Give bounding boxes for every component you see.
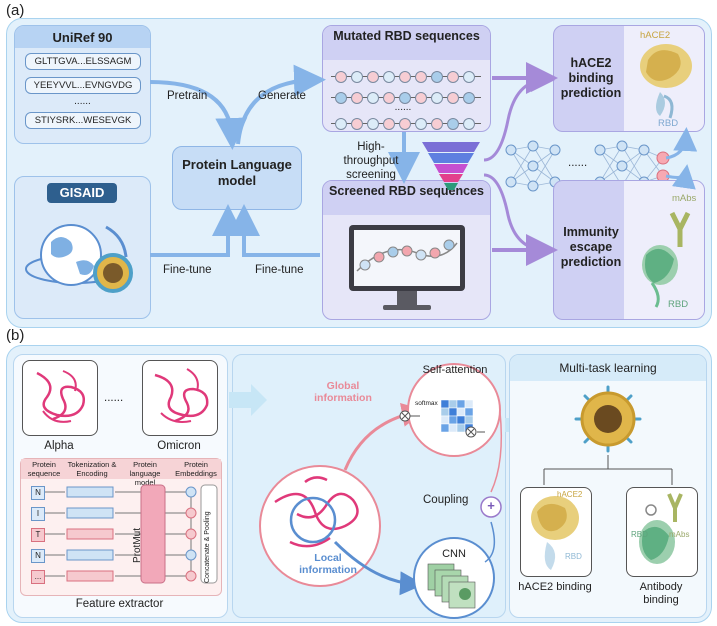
hace2-binding-card: hACE2 RBD — [520, 487, 592, 577]
mabs-label: mAbs — [672, 193, 697, 204]
antibody-binding-label: Antibody binding — [639, 581, 683, 606]
table-header: Protein Embeddings — [175, 460, 217, 478]
hace2-small-label: hACE2 — [557, 490, 583, 499]
mutated-title: Mutated RBD sequences — [333, 29, 480, 43]
alpha-structure — [22, 360, 98, 436]
token: I — [31, 507, 45, 521]
screened-title: Screened RBD sequences — [329, 184, 484, 198]
screening-label: High-throughput screening — [343, 141, 399, 181]
encoding-diagram — [45, 484, 218, 584]
hace2-binding-label: hACE2 binding — [518, 581, 592, 593]
nn-ellipsis: ...... — [568, 157, 588, 169]
sequence-item: YEEYVVL...EVNGVDG — [25, 77, 141, 94]
multitask-panel: Multi-task learning hACE2 RBD RBD mAbs h… — [509, 354, 707, 618]
antibody-complex-icon — [639, 493, 683, 564]
mutated-ellipsis: ...... — [394, 102, 412, 113]
embedding-table: Protein sequence Tokenization & Encoding… — [20, 458, 222, 596]
sequence-item: GLTTGVA...ELSSAGM — [25, 53, 141, 70]
alpha-label: Alpha — [44, 440, 74, 452]
table-header: Protein sequence — [27, 460, 61, 478]
finetune-label-1: Fine-tune — [163, 264, 212, 276]
token: T — [31, 528, 45, 542]
information-diagram — [229, 363, 503, 619]
sequence-item: STIYSRK...WESEVGK — [25, 112, 141, 129]
antibody-binding-card: RBD mAbs — [626, 487, 698, 577]
immunity-prediction-title: Immunity escape prediction — [560, 225, 622, 269]
virus-tree-icon — [543, 385, 673, 485]
panel-a-label: (a) — [6, 2, 25, 19]
feature-extractor-label: Feature extractor — [75, 598, 164, 610]
sequence-ellipsis: ...... — [74, 96, 91, 107]
hace2-protein-icon — [640, 44, 692, 119]
hace2-prediction-title: hACE2 binding prediction — [560, 56, 622, 100]
self-attention-label: Self-attention — [422, 364, 488, 376]
mabs-small-label: mAbs — [669, 530, 690, 539]
plm-title: Protein Language model — [182, 157, 292, 188]
omicron-protein-icon — [154, 368, 209, 423]
multitask-title: Multi-task learning — [559, 361, 657, 375]
token: N — [31, 549, 45, 563]
screened-box: Screened RBD sequences — [322, 180, 491, 320]
plm-box: Protein Language model — [172, 146, 302, 210]
protmut-label: ProtMut — [132, 527, 143, 563]
globe-virus-icon — [25, 224, 133, 293]
gisaid-logo: GISAID — [47, 183, 117, 203]
antibody-protein-icon — [642, 211, 691, 308]
variant-ellipsis: ...... — [104, 392, 124, 404]
omicron-structure — [142, 360, 218, 436]
rbd-small-label-1: RBD — [565, 552, 582, 561]
uniref-box: UniRef 90 GLTTGVA...ELSSAGM YEEYVVL...EV… — [14, 25, 151, 144]
table-header: Tokenization & Encoding — [67, 460, 117, 478]
screening-funnel-icon — [422, 142, 480, 190]
alpha-protein-icon — [36, 370, 85, 423]
generate-label: Generate — [258, 90, 306, 102]
panel-a-arrows — [149, 62, 698, 266]
coupling-label: Coupling — [423, 494, 469, 506]
hace2-prediction-box: hACE2 binding prediction hACE2 RBD — [553, 25, 705, 132]
pretrain-label: Pretrain — [167, 90, 208, 102]
rbd-label-2: RBD — [668, 299, 689, 310]
hace2-label: hACE2 — [640, 30, 671, 41]
monitor-icon — [349, 225, 465, 310]
rbd-small-label-2: RBD — [631, 530, 648, 539]
local-info-label: Local information — [299, 552, 357, 576]
global-info-label: Global information — [314, 380, 372, 404]
token: N — [31, 486, 45, 500]
finetune-label-2: Fine-tune — [255, 264, 304, 276]
omicron-label: Omicron — [157, 440, 201, 452]
plus-icon: + — [487, 498, 495, 513]
hace2-complex-icon — [531, 496, 579, 570]
gisaid-box: GISAID — [14, 176, 151, 319]
immunity-prediction-box: Immunity escape prediction mAbs RBD — [553, 180, 705, 320]
uniref-title: UniRef 90 — [52, 30, 113, 45]
panel-b-label: (b) — [6, 327, 25, 344]
rbd-label-1: RBD — [658, 118, 679, 129]
softmax-label: softmax — [415, 400, 438, 407]
mutated-box: Mutated RBD sequences ...... — [322, 25, 491, 132]
cnn-label: CNN — [442, 548, 466, 560]
table-header: Protein language model — [129, 460, 161, 487]
token: ... — [31, 570, 45, 584]
